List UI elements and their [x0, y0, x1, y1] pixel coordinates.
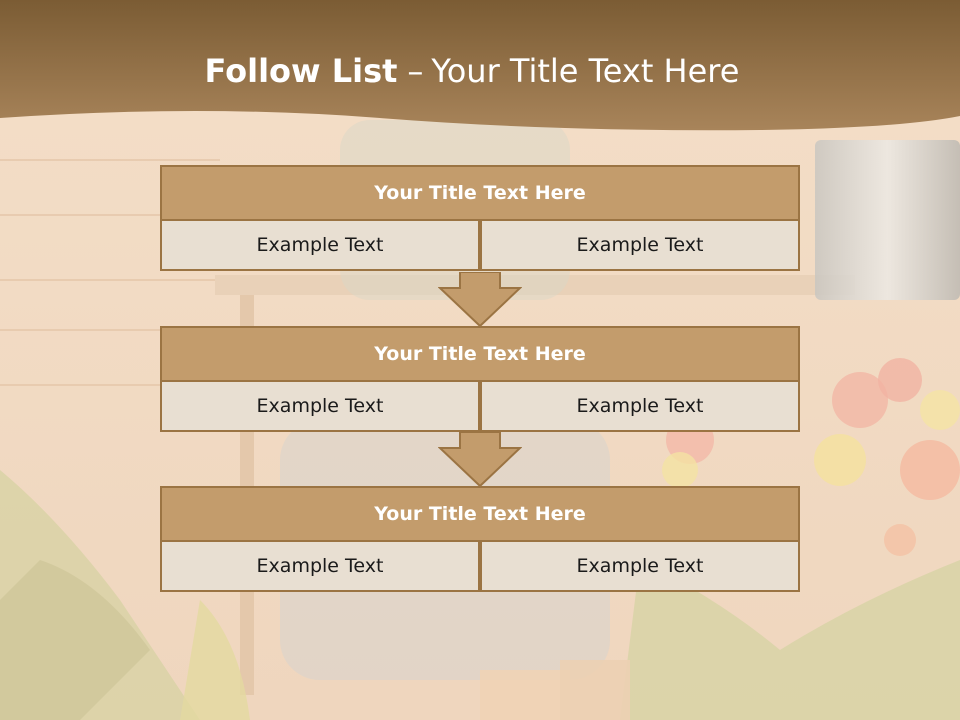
down-arrow-icon [438, 432, 522, 488]
block-title: Your Title Text Here [160, 165, 800, 221]
block-cell-left: Example Text [160, 382, 480, 432]
block-cell-right: Example Text [480, 221, 800, 271]
page-title: Follow List–Your Title Text Here [0, 52, 944, 90]
list-block-1: Your Title Text Here Example Text Exampl… [160, 165, 800, 271]
block-row: Example Text Example Text [160, 382, 800, 432]
block-cell-left: Example Text [160, 221, 480, 271]
block-title: Your Title Text Here [160, 326, 800, 382]
title-rest: Your Title Text Here [431, 52, 740, 90]
list-block-3: Your Title Text Here Example Text Exampl… [160, 486, 800, 592]
title-dash: – [407, 52, 424, 90]
block-cell-left: Example Text [160, 542, 480, 592]
block-row: Example Text Example Text [160, 542, 800, 592]
list-block-2: Your Title Text Here Example Text Exampl… [160, 326, 800, 432]
block-cell-right: Example Text [480, 382, 800, 432]
block-row: Example Text Example Text [160, 221, 800, 271]
block-cell-right: Example Text [480, 542, 800, 592]
title-bold-part: Follow List [204, 52, 398, 90]
block-title: Your Title Text Here [160, 486, 800, 542]
down-arrow-icon [438, 272, 522, 328]
